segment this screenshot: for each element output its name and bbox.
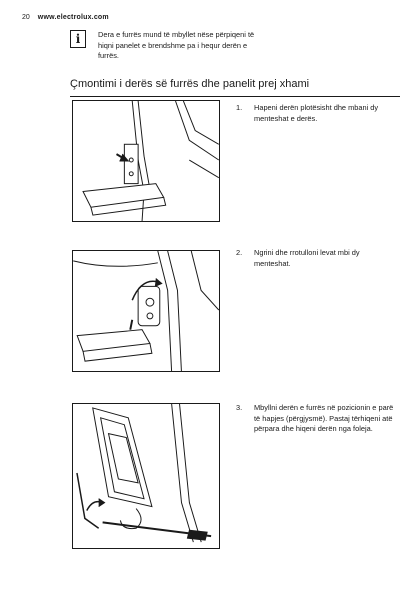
warning-note: i Dera e furrës mund të mbyllet nëse për… (70, 30, 390, 62)
section-title: Çmontimi i derës së furrës dhe panelit p… (70, 78, 310, 90)
step-text: Ngrini dhe rrotulloni levat mbi dy mente… (254, 248, 360, 268)
lever-rotate-illustration (72, 250, 220, 372)
step-text: Hapeni derën plotësisht dhe mbani dy men… (254, 103, 379, 123)
warning-text: Dera e furrës mund të mbyllet nëse përpi… (98, 30, 255, 60)
step-3: 3. Mbyllni derën e furrës në pozicionin … (236, 403, 396, 435)
section-divider (70, 96, 400, 97)
door-remove-illustration (72, 403, 220, 549)
site-url: www.electrolux.com (37, 14, 109, 21)
hinge-hold-illustration (72, 100, 220, 222)
step-2: 2. Ngrini dhe rrotulloni levat mbi dy me… (236, 248, 396, 269)
page-number: 20 (22, 14, 30, 21)
info-icon: i (70, 30, 86, 48)
step-number: 1. (236, 103, 243, 112)
step-1: 1. Hapeni derën plotësisht dhe mbani dy … (236, 103, 396, 124)
step-text: Mbyllni derën e furrës në pozicionin e p… (254, 403, 394, 433)
step-number: 2. (236, 248, 243, 257)
page-header: 20 www.electrolux.com (22, 14, 109, 21)
step-number: 3. (236, 403, 243, 412)
